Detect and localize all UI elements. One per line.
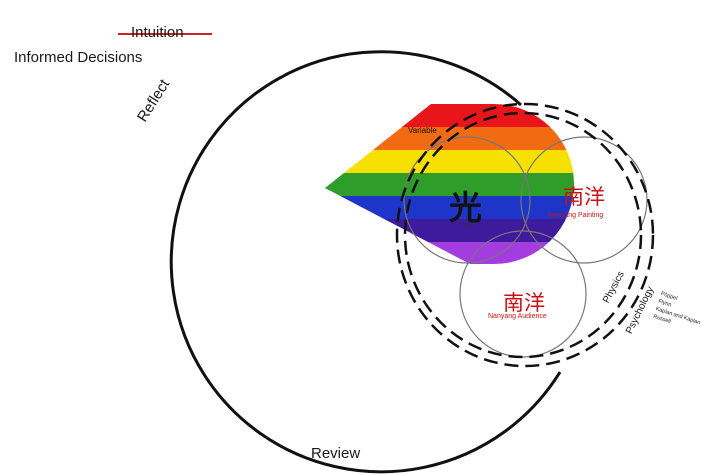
review-label: Review (311, 445, 361, 462)
spectrum-band-yellow (325, 150, 574, 173)
informed-label: Informed Decisions (14, 49, 143, 66)
painting-character: 南洋 (563, 185, 605, 209)
audience-subtitle: Nanyang Audience (488, 313, 547, 320)
spectrum-band-blue (325, 196, 574, 219)
cycle-arc (169, 50, 562, 474)
venn-circle-painting (520, 136, 648, 264)
spectrum-band-green (325, 173, 574, 196)
struck-label: Intuition (131, 24, 184, 41)
variable-label: Variable (408, 126, 437, 135)
psychology-dashed-ring (395, 102, 655, 368)
venn-circle-light (403, 136, 531, 264)
strikethrough-line (118, 33, 212, 35)
spectrum-band-violet (325, 242, 574, 264)
light-subtitle: Light (460, 222, 474, 228)
physics-dashed-ring (403, 111, 643, 359)
venn-circle-audience (459, 230, 587, 358)
light-character: 光 (449, 188, 482, 227)
audience-character: 南洋 (503, 291, 545, 315)
painting-subtitle: Nanyang Painting (548, 212, 604, 219)
